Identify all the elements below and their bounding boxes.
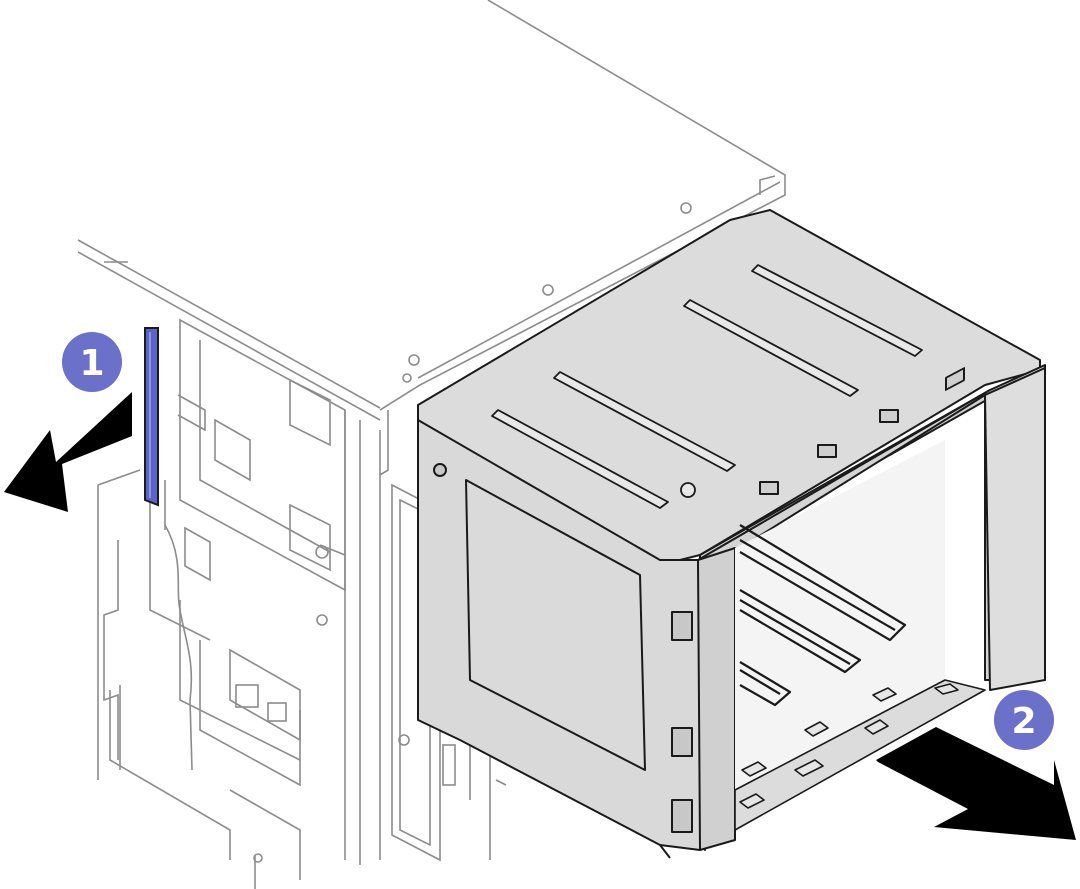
step-1-number: 1: [79, 343, 104, 384]
step-2-callout: 2: [994, 690, 1054, 750]
release-latch: [144, 327, 159, 507]
step-1-callout: 1: [62, 332, 122, 392]
step-2-arrow: [876, 727, 1076, 840]
drive-cage: [417, 209, 1046, 859]
step-1-arrow: [4, 392, 132, 512]
server-chassis: [77, 0, 786, 889]
step-2-number: 2: [1011, 701, 1036, 742]
